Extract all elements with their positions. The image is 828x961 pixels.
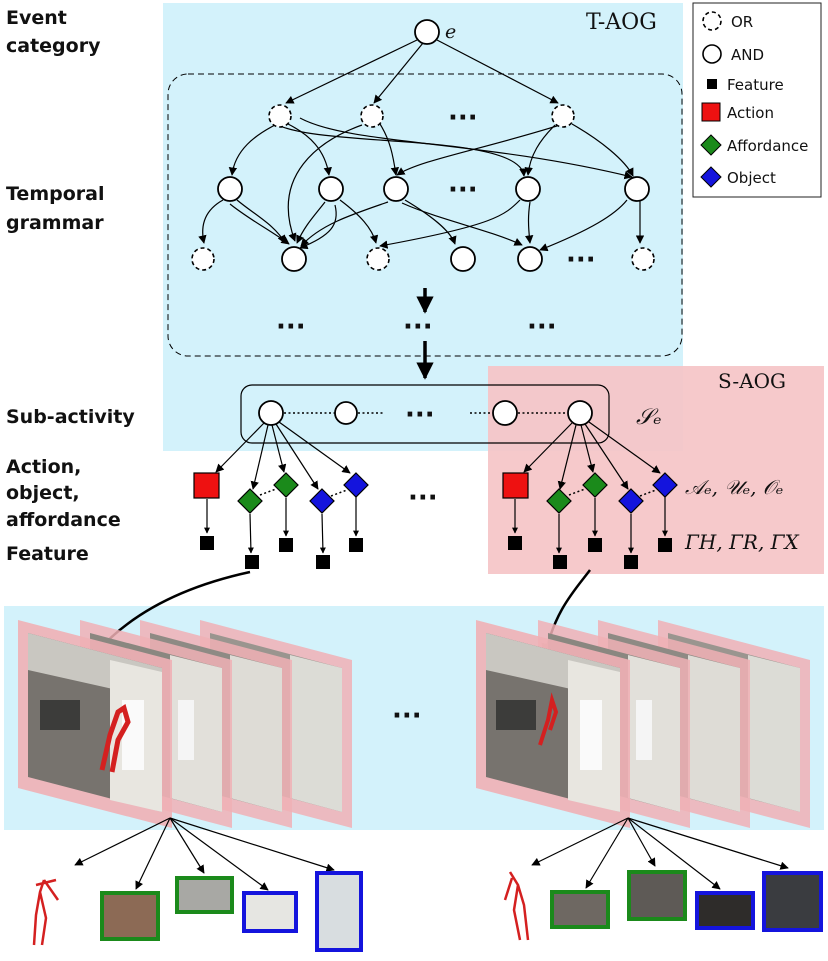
affordance-node-left-1 (237, 488, 263, 514)
legend-affordance-label: Affordance (727, 137, 808, 155)
legend-action-label: Action (727, 104, 774, 122)
bottom-row-ellipsis: ··· (566, 245, 596, 275)
continuation-ellipsis-1: ··· (276, 312, 306, 342)
event-node-label: e (445, 21, 456, 43)
label-action-3: affordance (6, 509, 121, 531)
legend-feature-label: Feature (727, 76, 784, 94)
bottom-and-nodes (281, 246, 543, 272)
legend-and-label: AND (731, 46, 764, 64)
affordance-node-left-2 (273, 472, 299, 498)
skeleton-left (32, 878, 60, 946)
continuation-ellipsis-3: ··· (527, 312, 557, 342)
crop-affordance-right-1 (550, 890, 610, 929)
label-temporal-grammar-2: grammar (6, 212, 104, 234)
legend-affordance-icon (700, 134, 722, 156)
saog-dotted-left (259, 488, 348, 497)
label-action-1: Action, (6, 456, 81, 478)
label-event-category-2: category (6, 35, 101, 57)
crop-object-left-1 (242, 891, 298, 933)
object-node-left-1 (309, 488, 335, 514)
legend-and-icon (702, 44, 722, 64)
crop-arrows-left (74, 817, 335, 891)
frames-ellipsis: ··· (392, 701, 422, 731)
crop-affordance-right-2 (627, 870, 687, 921)
or-level-1 (268, 104, 575, 128)
object-node-right-1 (618, 488, 644, 514)
grammar-edges (198, 39, 645, 252)
feature-nodes-left (200, 536, 363, 569)
affordance-node-right-1 (546, 488, 572, 514)
feature-nodes-right (508, 536, 672, 569)
label-event-category-1: Event (6, 7, 67, 29)
crop-affordance-left-1 (100, 891, 160, 941)
sub-activity-nodes (258, 400, 593, 426)
crop-affordance-left-2 (175, 876, 234, 914)
frame-stack-right (476, 620, 810, 828)
label-action-2: object, (6, 482, 80, 504)
legend-or-icon (702, 11, 722, 31)
saog-edges-right (512, 421, 668, 554)
crop-object-right-1 (695, 891, 755, 930)
legend-object-label: Object (727, 169, 776, 187)
action-node-left (193, 472, 220, 499)
legend-action-icon (701, 102, 721, 122)
sub-activity-box (240, 384, 610, 444)
or-level-1-ellipsis: ··· (448, 103, 478, 133)
object-node-left-2 (343, 472, 369, 498)
label-feature: Feature (6, 543, 89, 565)
and-row-ellipsis: ··· (448, 175, 478, 205)
action-node-right (502, 472, 529, 499)
crop-object-left-2 (315, 871, 363, 952)
legend-or-label: OR (731, 13, 753, 31)
legend: OR AND Feature Action Affordance Object (692, 2, 822, 198)
label-temporal-grammar-1: Temporal (6, 183, 104, 205)
legend-object-icon (700, 166, 722, 188)
bottom-or-nodes (191, 247, 655, 271)
and-row (217, 176, 650, 202)
saog-dotted-right (568, 488, 657, 497)
crop-arrows-right (531, 817, 789, 890)
skeleton-right (503, 871, 530, 941)
t-aog-title: T-AOG (586, 10, 657, 35)
saog-ellipsis: ··· (408, 483, 438, 513)
continuation-ellipsis-2: ··· (403, 312, 433, 342)
object-node-right-2 (652, 472, 678, 498)
frame-stack-left (18, 620, 352, 828)
affordance-node-right-2 (582, 472, 608, 498)
event-node (414, 19, 440, 45)
label-sub-activity: Sub-activity (6, 406, 135, 428)
aux-sets-label: 𝒜ₑ, 𝒰ₑ, 𝒪ₑ (685, 475, 783, 499)
saog-edges-left (204, 421, 359, 554)
crop-object-right-2 (762, 871, 823, 932)
feature-sets-label: ΓH, ΓR, ΓX (684, 530, 800, 554)
legend-feature-icon (707, 79, 717, 89)
s-aog-title: S-AOG (718, 369, 786, 393)
sub-activity-ellipsis: ··· (405, 400, 435, 430)
sub-activity-set-label: 𝒮ₑ (636, 405, 662, 430)
